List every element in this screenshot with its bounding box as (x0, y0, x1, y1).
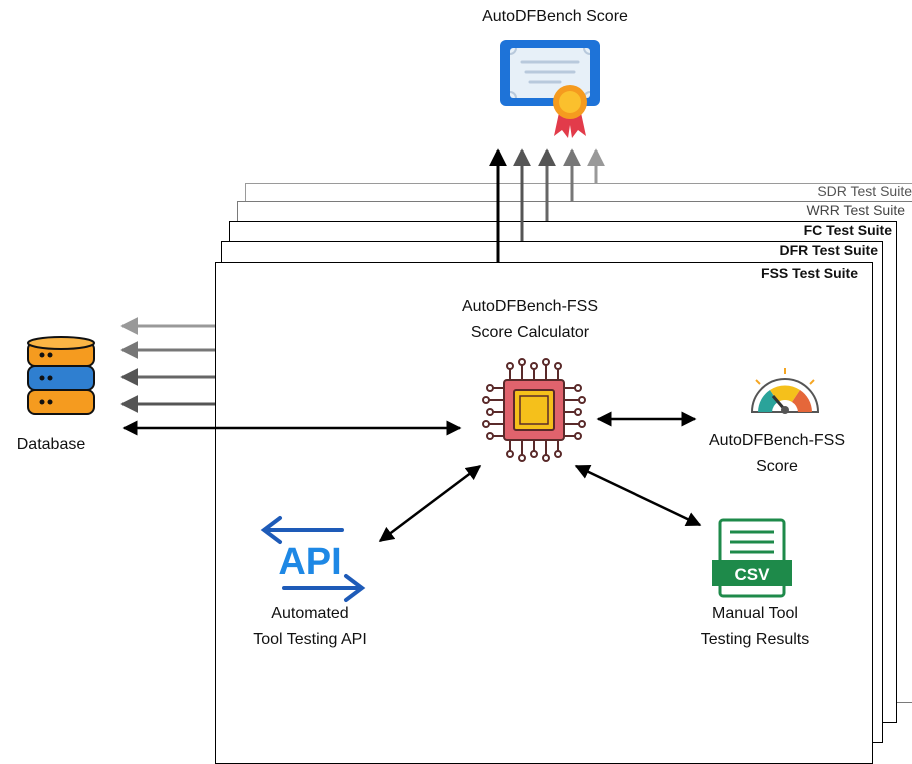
top-score-title: AutoDFBench Score (482, 8, 628, 25)
gauge-icon (750, 368, 820, 414)
manual-label-line2: Testing Results (700, 631, 810, 648)
database-label: Database (16, 436, 86, 453)
certificate-icon (500, 40, 600, 138)
suite-label-fss: FSS Test Suite (761, 265, 858, 281)
chip-pins (488, 364, 580, 456)
score-label-line1: AutoDFBench-FSS (708, 432, 846, 449)
suite-label-wrr: WRR Test Suite (806, 202, 905, 218)
api-label-line2: Tool Testing API (253, 631, 367, 648)
manual-label: Manual Tool Testing Results (660, 601, 850, 653)
manual-label-line1: Manual Tool (712, 605, 798, 622)
csv-icon-text: CSV (735, 565, 771, 584)
score-label: AutoDFBench-FSS Score (682, 428, 872, 480)
database-icon (27, 336, 95, 415)
csv-file-icon (712, 518, 792, 598)
calculator-label-line1: AutoDFBench-FSS (461, 298, 599, 315)
chip-icon (482, 358, 586, 462)
suite-label-dfr: DFR Test Suite (779, 242, 878, 258)
score-label-line2: Score (756, 458, 798, 475)
calculator-label: AutoDFBench-FSS Score Calculator (430, 294, 630, 346)
arrow-calculator-api (378, 465, 482, 542)
arrow-calculator-manual (574, 464, 702, 527)
api-label: Automated Tool Testing API (220, 601, 400, 653)
calculator-label-line2: Score Calculator (470, 324, 590, 341)
api-icon (260, 516, 366, 602)
suite-label-sdr: SDR Test Suite (817, 183, 912, 199)
api-label-line1: Automated (271, 605, 349, 622)
api-icon-text: API (278, 541, 341, 583)
suite-label-fc: FC Test Suite (803, 222, 892, 238)
diagram-graphics: API CSV (27, 40, 820, 602)
